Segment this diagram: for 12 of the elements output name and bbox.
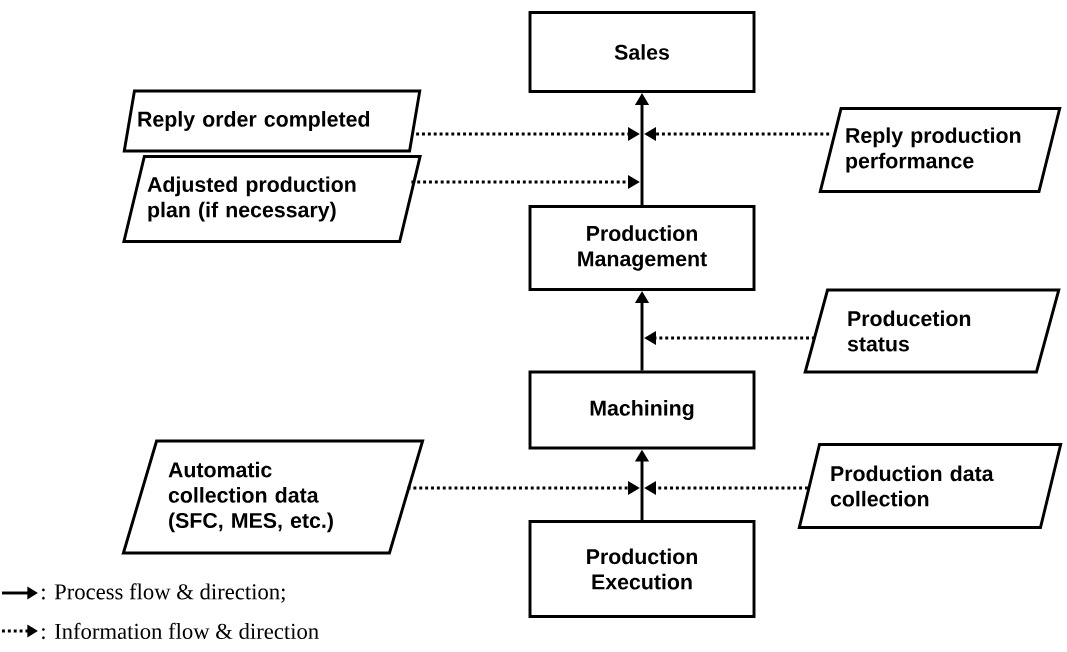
process-box: Sales (528, 11, 756, 93)
data-parallelogram: Adjusted production plan (if necessary) (122, 155, 422, 243)
data-parallelogram: Production data collection (797, 443, 1063, 529)
process-box: Machining (528, 370, 756, 450)
legend-text: : Process flow & direction; (42, 583, 285, 603)
data-parallelogram: Automatic collection data (SFC, MES, etc.) (121, 439, 425, 555)
data-parallelogram: Reply order completed (122, 89, 422, 153)
legend-text: : Information flow & direction (42, 622, 319, 640)
process-box: Production Management (528, 205, 756, 291)
process-box: Production Execution (528, 520, 756, 618)
data-parallelogram: Reply production performance (818, 107, 1062, 193)
data-parallelogram: Producetion status (803, 288, 1061, 374)
